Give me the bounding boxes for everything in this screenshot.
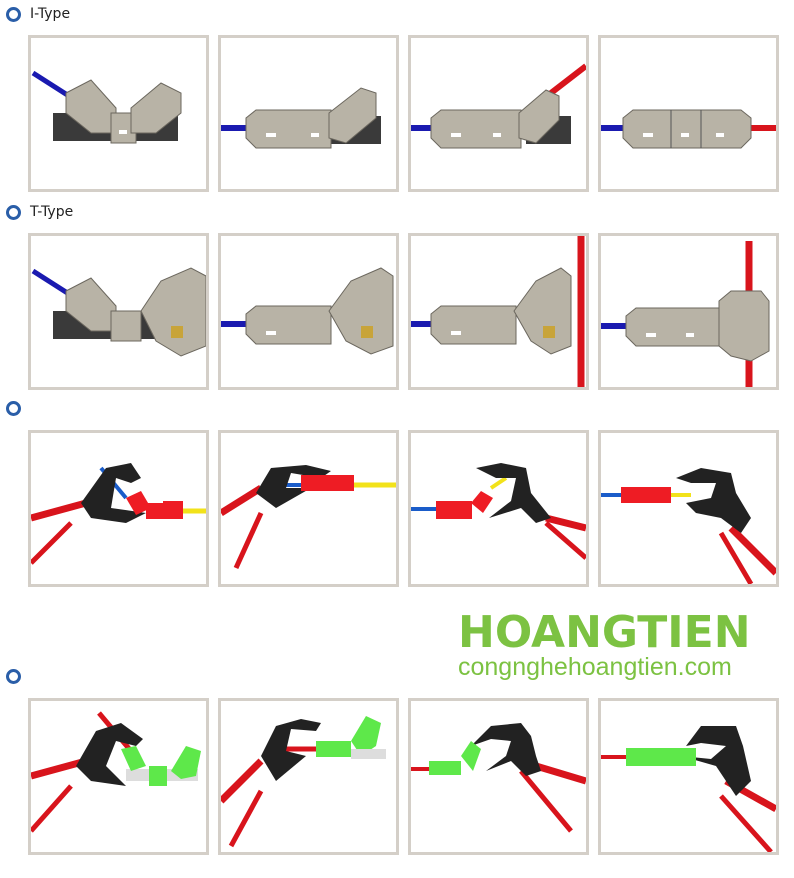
brand-url: congnghehoangtien.com — [458, 653, 732, 681]
plier-illustration — [31, 463, 206, 565]
section-title: T-Type — [30, 204, 74, 220]
t-type-step-2 — [218, 233, 399, 390]
section-header-4 — [6, 666, 21, 686]
plier-illustration — [31, 711, 201, 833]
brand-logo: HOANGTIEN congnghehoangtien.com — [458, 607, 778, 681]
connector-illustration — [411, 63, 586, 149]
i-type-step-2 — [218, 35, 399, 192]
ring-bullet-icon — [6, 668, 21, 684]
section-header-3 — [6, 398, 21, 418]
connector-illustration — [221, 267, 394, 355]
connector-illustration — [31, 267, 206, 357]
section-title: I-Type — [30, 6, 71, 22]
brand-name: HOANGTIEN — [458, 607, 751, 658]
connector-illustration — [221, 87, 381, 149]
plier-illustration — [221, 716, 386, 848]
red-plier-step-2 — [218, 430, 399, 587]
ring-bullet-icon — [6, 6, 21, 22]
plier-illustration — [601, 726, 776, 852]
ring-bullet-icon — [6, 204, 21, 220]
plier-illustration — [601, 468, 776, 584]
red-plier-step-1 — [28, 430, 209, 587]
red-plier-step-3 — [408, 430, 589, 587]
t-type-step-4 — [598, 233, 779, 390]
plier-illustration — [221, 465, 396, 570]
ring-bullet-icon — [6, 400, 21, 416]
section-header-i-type: I-Type — [6, 4, 70, 24]
plier-illustration — [411, 463, 586, 560]
i-type-step-1 — [28, 35, 209, 192]
connector-illustration — [601, 241, 770, 387]
connector-illustration — [411, 236, 585, 387]
t-type-step-3 — [408, 233, 589, 390]
connector-illustration — [31, 70, 182, 144]
red-plier-step-4 — [598, 430, 779, 587]
i-type-step-4 — [598, 35, 779, 192]
i-type-step-3 — [408, 35, 589, 192]
green-plier-step-2 — [218, 698, 399, 855]
t-type-step-1 — [28, 233, 209, 390]
section-header-t-type: T-Type — [6, 202, 73, 222]
green-plier-step-1 — [28, 698, 209, 855]
green-plier-step-3 — [408, 698, 589, 855]
green-plier-step-4 — [598, 698, 779, 855]
connector-illustration — [601, 109, 776, 149]
plier-illustration — [411, 723, 586, 833]
